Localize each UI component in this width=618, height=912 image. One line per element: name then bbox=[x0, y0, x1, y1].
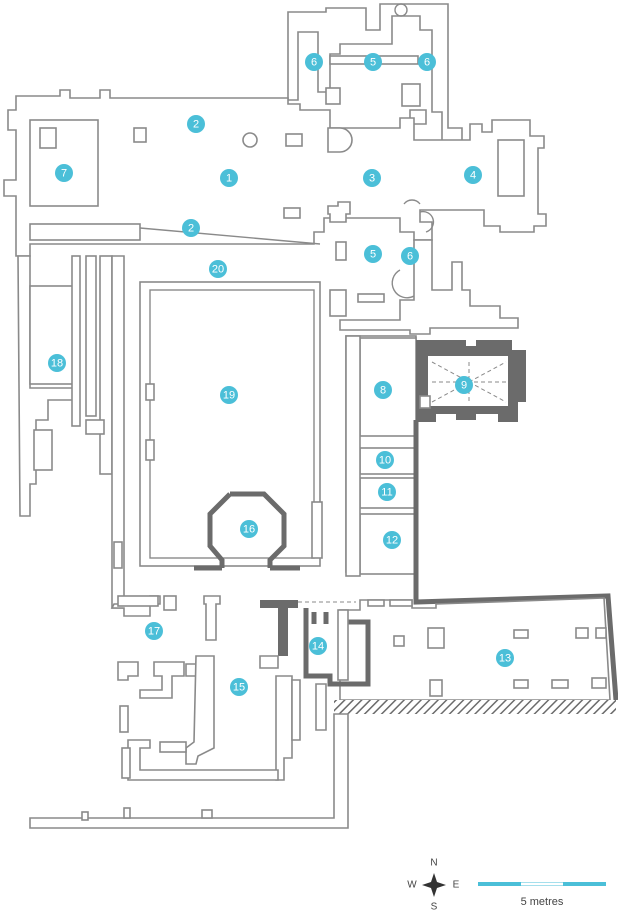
room-marker-number: 18 bbox=[51, 358, 63, 370]
compass-rose-icon: N S E W bbox=[407, 858, 459, 912]
room-marker-circle bbox=[220, 386, 238, 404]
room-marker-number: 11 bbox=[381, 487, 392, 499]
room-marker-2: 2 bbox=[187, 115, 205, 133]
room-marker-4: 4 bbox=[464, 166, 482, 184]
room-marker-10: 10 bbox=[376, 451, 394, 469]
room-marker-number: 15 bbox=[233, 682, 245, 694]
room-marker-circle bbox=[145, 622, 163, 640]
room-marker-circle bbox=[309, 637, 327, 655]
room-marker-circle bbox=[55, 164, 73, 182]
room-marker-12: 12 bbox=[383, 531, 401, 549]
compass-east-label: E bbox=[453, 880, 460, 891]
room-marker-circle bbox=[378, 483, 396, 501]
room-marker-number: 12 bbox=[386, 535, 398, 547]
room-marker-circle bbox=[374, 381, 392, 399]
compass-south-label: S bbox=[431, 902, 438, 912]
room-marker-6: 6 bbox=[401, 247, 419, 265]
room-marker-number: 13 bbox=[499, 653, 511, 665]
room-marker-number: 20 bbox=[212, 264, 224, 276]
room-marker-2: 2 bbox=[182, 219, 200, 237]
room-marker-number: 3 bbox=[369, 173, 375, 185]
room-marker-15: 15 bbox=[230, 678, 248, 696]
room-marker-6: 6 bbox=[418, 53, 436, 71]
room-marker-3: 3 bbox=[363, 169, 381, 187]
room-marker-circle bbox=[230, 678, 248, 696]
room-marker-5: 5 bbox=[364, 245, 382, 263]
room-marker-circle bbox=[401, 247, 419, 265]
room-marker-number: 16 bbox=[243, 524, 255, 536]
room-marker-number: 5 bbox=[370, 249, 376, 261]
room-marker-16: 16 bbox=[240, 520, 258, 538]
room-marker-5: 5 bbox=[364, 53, 382, 71]
room-marker-number: 6 bbox=[407, 251, 413, 263]
hatched-boundary bbox=[334, 700, 616, 714]
room-marker-circle bbox=[418, 53, 436, 71]
room-marker-1: 1 bbox=[220, 169, 238, 187]
room-marker-number: 17 bbox=[148, 626, 160, 638]
room-marker-number: 5 bbox=[370, 57, 376, 69]
room-marker-circle bbox=[376, 451, 394, 469]
room-marker-number: 4 bbox=[470, 170, 476, 182]
room-marker-circle bbox=[363, 169, 381, 187]
room-marker-circle bbox=[187, 115, 205, 133]
scale-bar-label: 5 metres bbox=[521, 896, 564, 908]
plan-walls bbox=[3, 3, 618, 829]
room-marker-circle bbox=[240, 520, 258, 538]
room-marker-19: 19 bbox=[220, 386, 238, 404]
room-marker-number: 6 bbox=[424, 57, 430, 69]
compass-north-label: N bbox=[430, 858, 437, 869]
room-marker-14: 14 bbox=[309, 637, 327, 655]
room-marker-9: 9 bbox=[455, 376, 473, 394]
room-marker-circle bbox=[464, 166, 482, 184]
room-marker-circle bbox=[455, 376, 473, 394]
room-marker-circle bbox=[48, 354, 66, 372]
room-marker-circle bbox=[182, 219, 200, 237]
room-marker-18: 18 bbox=[48, 354, 66, 372]
room-marker-6: 6 bbox=[305, 53, 323, 71]
room-marker-13: 13 bbox=[496, 649, 514, 667]
room-marker-number: 8 bbox=[380, 385, 386, 397]
room-marker-circle bbox=[220, 169, 238, 187]
room-marker-number: 7 bbox=[61, 168, 67, 180]
room-marker-number: 10 bbox=[379, 455, 391, 467]
room-marker-8: 8 bbox=[374, 381, 392, 399]
room-marker-number: 9 bbox=[461, 380, 467, 392]
room-marker-number: 14 bbox=[312, 641, 324, 653]
room-marker-20: 20 bbox=[209, 260, 227, 278]
room-marker-number: 1 bbox=[226, 173, 232, 185]
room-marker-circle bbox=[305, 53, 323, 71]
room-marker-circle bbox=[209, 260, 227, 278]
room-marker-number: 2 bbox=[193, 119, 199, 131]
scale-bar-gap bbox=[521, 882, 563, 886]
room-marker-circle bbox=[364, 245, 382, 263]
room-marker-7: 7 bbox=[55, 164, 73, 182]
room-marker-number: 6 bbox=[311, 57, 317, 69]
compass-west-label: W bbox=[407, 880, 417, 891]
room-marker-circle bbox=[383, 531, 401, 549]
room-marker-number: 2 bbox=[188, 223, 194, 235]
room-marker-circle bbox=[364, 53, 382, 71]
scale-bar: 5 metres bbox=[478, 882, 606, 908]
room-marker-17: 17 bbox=[145, 622, 163, 640]
room-marker-number: 19 bbox=[223, 390, 235, 402]
room-marker-11: 11 bbox=[378, 483, 396, 501]
room-marker-circle bbox=[496, 649, 514, 667]
